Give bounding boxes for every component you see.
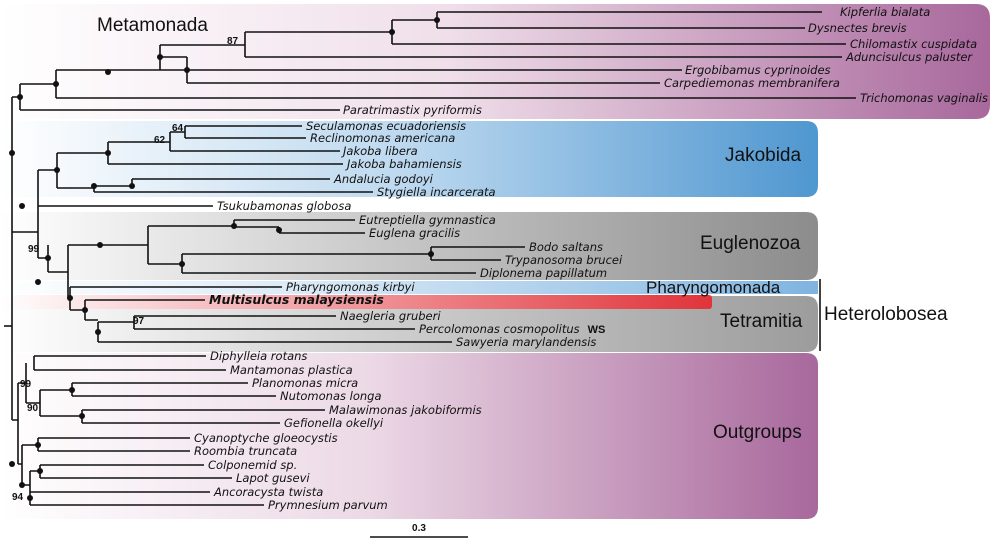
support-87: 87 — [227, 36, 239, 47]
jakobida-box — [0, 121, 818, 197]
euglenozoa-box — [0, 212, 818, 280]
support-64: 64 — [172, 123, 184, 134]
outgroups-box — [0, 353, 818, 519]
taxon-percolomonas: Percolomonas cosmopolitus — [419, 322, 580, 336]
taxon-ancoracysta: Ancoracysta twista — [213, 485, 323, 499]
label-euglenozoa: Euglenozoa — [700, 233, 801, 254]
label-heterolobosea: Heterolobosea — [824, 304, 948, 325]
taxon-jakoba-libera: Jakoba libera — [341, 144, 418, 158]
taxon-seculamonas: Seculamonas ecuadoriensis — [306, 119, 466, 133]
taxon-sawyeria: Sawyeria marylandensis — [456, 335, 596, 349]
taxon-ergobibamus: Ergobibamus cyprinoides — [685, 63, 831, 77]
taxon-tsukubamonas: Tsukubamonas globosa — [217, 199, 351, 213]
taxon-pharyngomonas: Pharyngomonas kirbyi — [286, 280, 415, 294]
label-jakobida: Jakobida — [725, 145, 801, 166]
taxon-aduncisulcus: Aduncisulcus paluster — [845, 50, 973, 64]
group-labels: Metamonada Jakobida Euglenozoa Pharyngom… — [97, 15, 948, 443]
taxon-labels: Kipferlia bialata Dysnectes brevis Chilo… — [194, 5, 988, 512]
taxon-nutomonas: Nutomonas longa — [280, 389, 382, 403]
scale-bar: 0.3 — [370, 523, 468, 538]
support-97: 97 — [133, 316, 145, 327]
support-99-discoba: 99 — [28, 244, 40, 255]
taxon-stygiella: Stygiella incarcerata — [377, 185, 496, 199]
support-nodes — [9, 17, 440, 501]
multisulcus-highlight — [0, 295, 712, 309]
taxon-diphylleia: Diphylleia rotans — [210, 349, 307, 363]
support-62: 62 — [154, 135, 166, 146]
taxon-percolomonas-row: Percolomonas cosmopolitus WS — [419, 320, 605, 337]
label-outgroups: Outgroups — [713, 422, 802, 443]
taxon-naegleria: Naegleria gruberi — [340, 309, 441, 323]
pharyngomonada-box — [0, 281, 818, 294]
taxon-trypanosoma: Trypanosoma brucei — [505, 253, 623, 267]
label-tetramitia: Tetramitia — [720, 311, 803, 332]
taxon-percolomonas-ws: WS — [588, 324, 606, 336]
taxon-cyanoptyche: Cyanoptyche gloeocystis — [194, 431, 338, 445]
support-99-outgroup: 99 — [20, 379, 32, 390]
tetramitia-box — [0, 296, 818, 352]
support-94: 94 — [12, 492, 24, 503]
scale-bar-label: 0.3 — [412, 523, 426, 534]
taxon-andalucia: Andalucia godoyi — [333, 172, 434, 186]
taxon-planomonas: Planomonas micra — [252, 376, 358, 390]
taxon-carpediemonas: Carpediemonas membranifera — [664, 76, 840, 90]
taxon-chilomastix: Chilomastix cuspidata — [850, 37, 977, 51]
taxon-bodo: Bodo saltans — [529, 240, 603, 254]
label-pharyngomonada: Pharyngomonada — [646, 278, 781, 297]
label-metamonada: Metamonada — [97, 15, 208, 36]
taxon-euglena: Euglena gracilis — [369, 226, 460, 240]
taxon-paratrimastix: Paratrimastix pyriformis — [343, 103, 482, 117]
taxon-diplonema: Diplonema papillatum — [480, 266, 607, 280]
taxon-dysnectes: Dysnectes brevis — [808, 21, 907, 35]
taxon-colponemid: Colponemid sp. — [208, 458, 297, 472]
taxon-prymnesium: Prymnesium parvum — [268, 498, 388, 512]
taxon-kipferlia: Kipferlia bialata — [840, 5, 930, 19]
taxon-trichomonas: Trichomonas vaginalis — [860, 91, 988, 105]
support-values: 87 64 62 99 97 99 90 94 — [12, 36, 239, 503]
taxon-gefionella: Gefionella okellyi — [284, 416, 384, 430]
taxon-eutreptiella: Eutreptiella gymnastica — [359, 213, 496, 227]
taxon-reclinomonas: Reclinomonas americana — [310, 131, 455, 145]
taxon-lapot: Lapot gusevi — [236, 471, 310, 485]
taxon-roombia: Roombia truncata — [194, 444, 297, 458]
support-90: 90 — [27, 403, 39, 414]
taxon-multisulcus: Multisulcus malaysiensis — [209, 292, 384, 307]
taxon-mantamonas: Mantamonas plastica — [230, 363, 353, 377]
taxon-malawimonas: Malawimonas jakobiformis — [329, 403, 482, 417]
taxon-jakoba-bahamiensis: Jakoba bahamiensis — [345, 157, 462, 171]
